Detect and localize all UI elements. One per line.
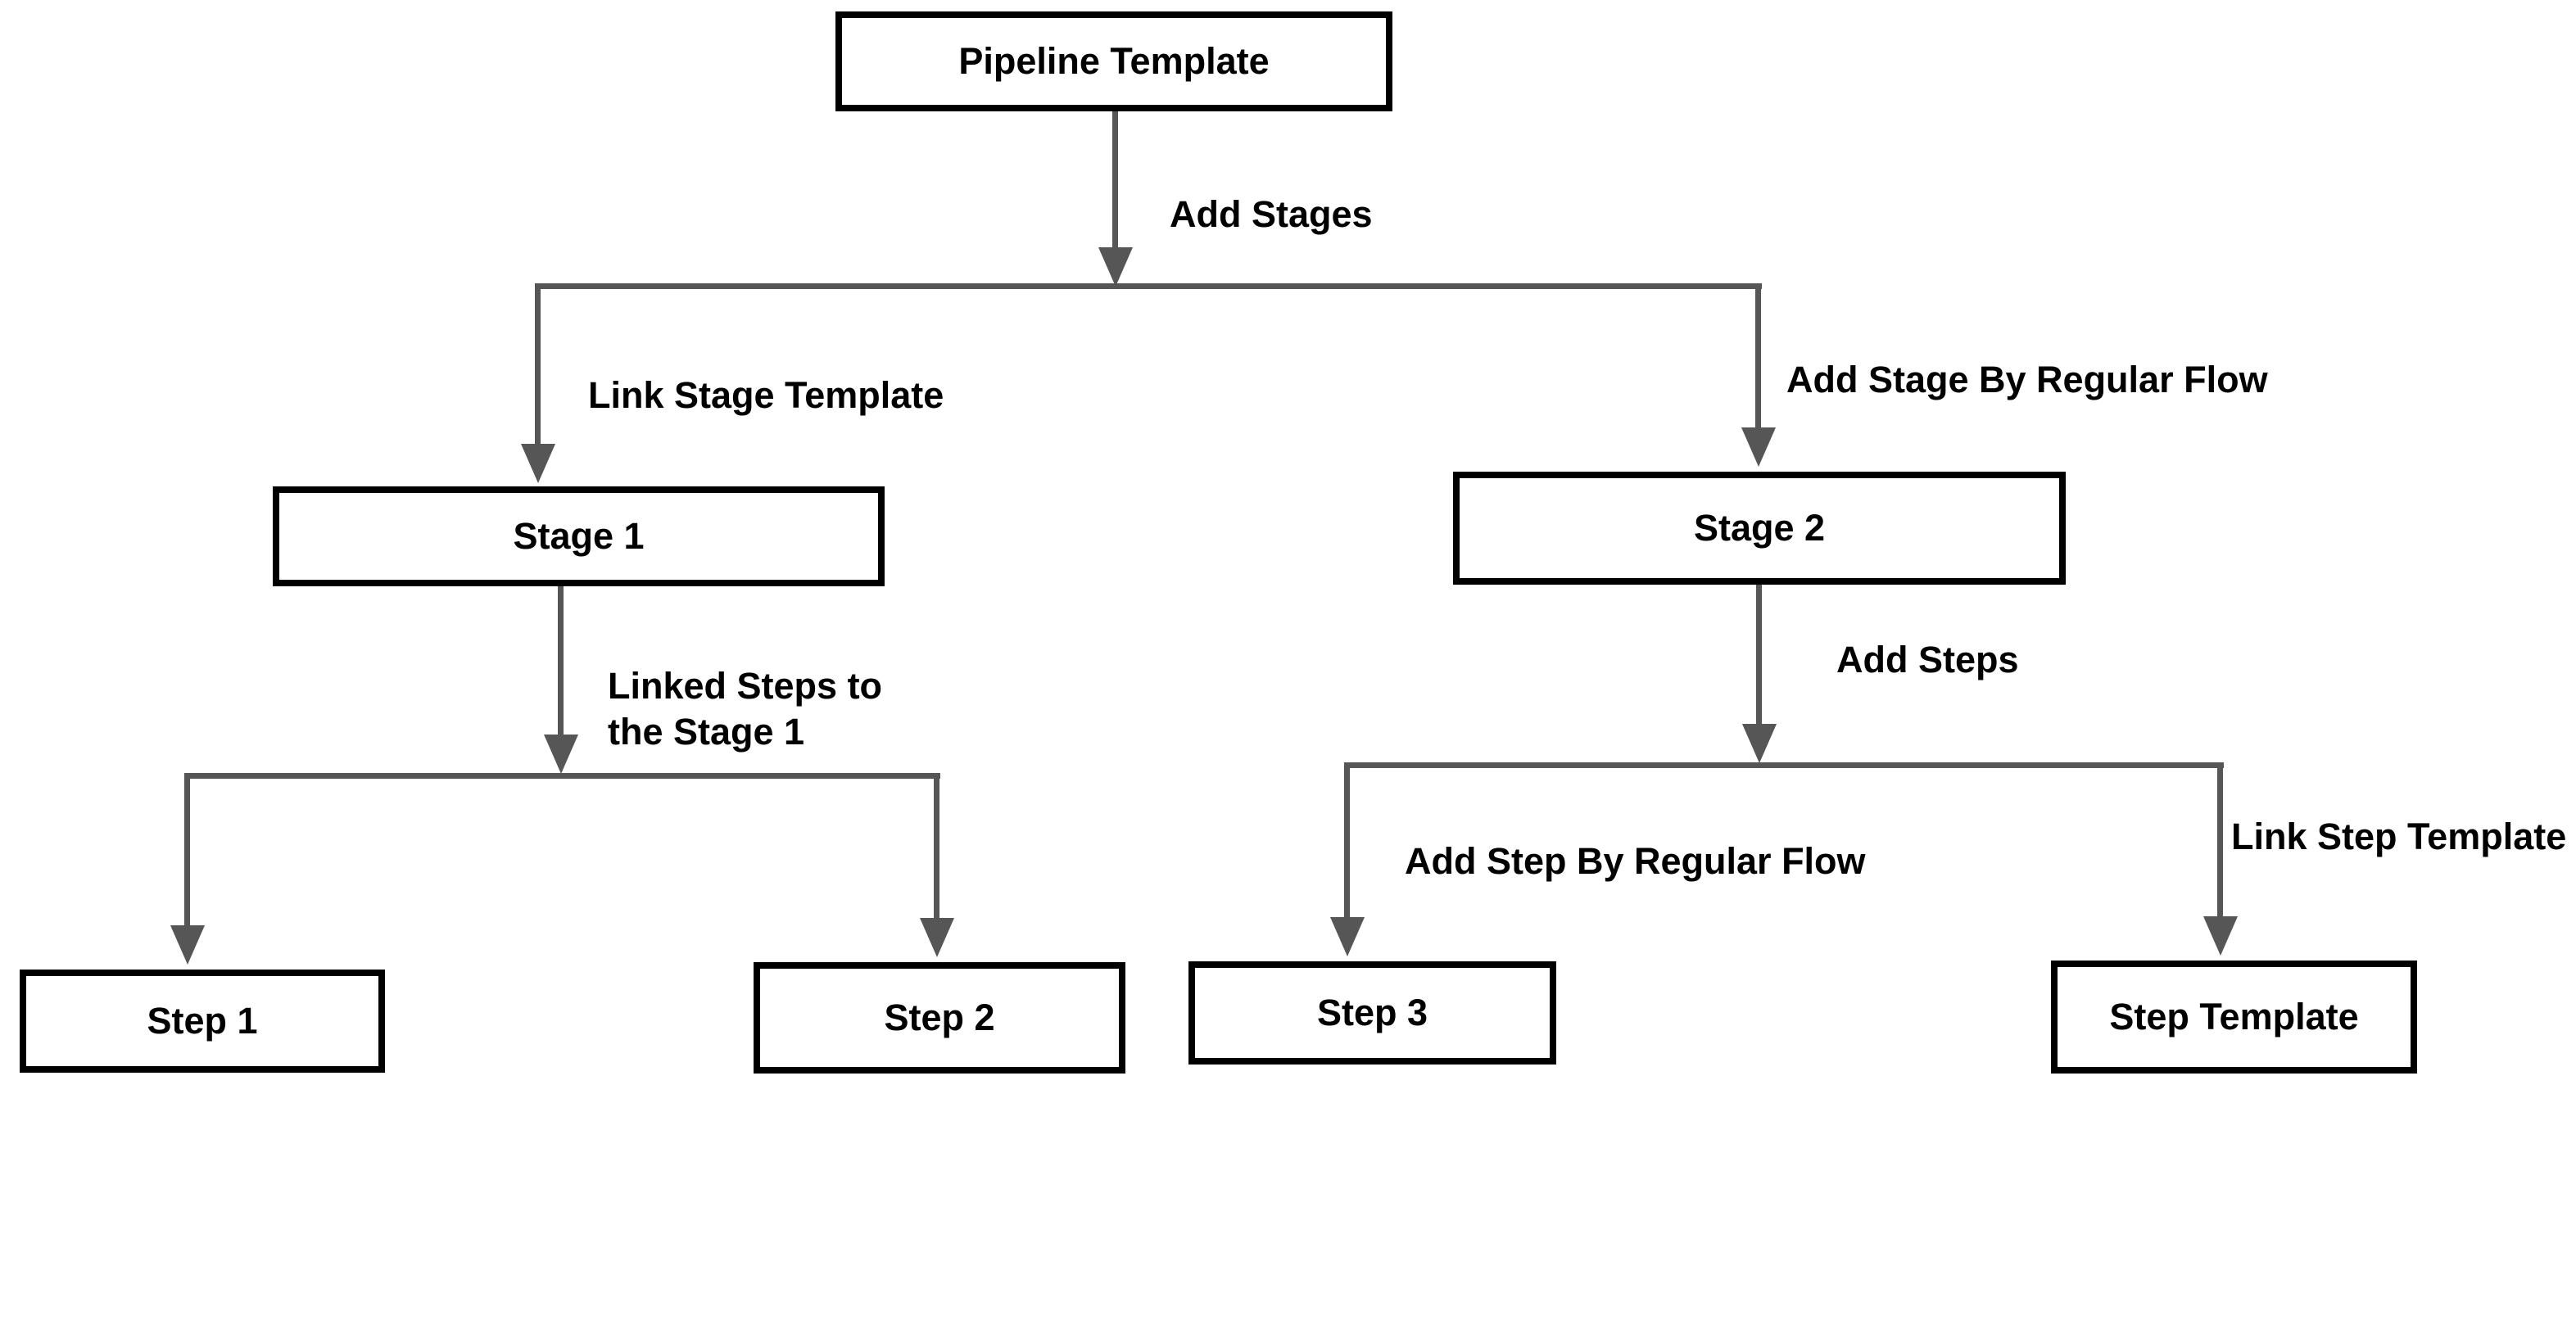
edge-label-add-steps: Add Steps	[1836, 639, 2019, 680]
arrowhead-down-icon	[2203, 916, 2238, 956]
node-step-3: Step 3	[1188, 961, 1556, 1065]
node-step-template-label: Step Template	[2109, 996, 2359, 1037]
connector-steps-branch-right	[1344, 762, 2224, 768]
connector-to-step-2	[934, 779, 939, 918]
node-step-template: Step Template	[2051, 961, 2417, 1074]
node-stage-1-label: Stage 1	[513, 515, 645, 557]
connector-to-step-1	[184, 779, 190, 925]
arrowhead-down-icon	[170, 925, 205, 965]
connector-pipeline-down	[1112, 111, 1118, 247]
arrowhead-down-icon	[1098, 247, 1133, 287]
node-step-3-label: Step 3	[1316, 992, 1428, 1033]
arrowhead-down-icon	[521, 444, 555, 483]
arrowhead-down-icon	[1330, 917, 1365, 956]
arrowhead-down-icon	[920, 918, 954, 957]
connector-to-stage-1	[535, 289, 541, 444]
connector-steps-branch-left	[184, 773, 940, 779]
node-step-2: Step 2	[754, 962, 1125, 1074]
edge-label-add-step-by-regular-flow: Add Step By Regular Flow	[1405, 840, 1866, 882]
arrowhead-down-icon	[1741, 427, 1776, 467]
connector-stage-2-down	[1756, 585, 1762, 724]
edge-label-add-stage-by-regular-flow: Add Stage By Regular Flow	[1786, 359, 2268, 400]
node-pipeline-template: Pipeline Template	[835, 11, 1392, 111]
arrowhead-down-icon	[1742, 724, 1777, 763]
edge-label-add-stages: Add Stages	[1170, 193, 1373, 235]
node-step-2-label: Step 2	[884, 997, 995, 1038]
edge-label-linked-steps-to-stage-1: Linked Steps to the Stage 1	[608, 665, 883, 753]
connector-to-step-template	[2217, 768, 2223, 916]
edge-label-link-step-template: Link Step Template	[2231, 816, 2567, 857]
node-stage-2-label: Stage 2	[1693, 507, 1826, 549]
node-pipeline-template-label: Pipeline Template	[958, 40, 1270, 82]
node-step-1-label: Step 1	[147, 1000, 258, 1042]
node-stage-1: Stage 1	[273, 486, 885, 586]
connector-to-step-3	[1344, 768, 1350, 917]
connector-stage-1-down	[558, 586, 564, 735]
node-stage-2: Stage 2	[1453, 472, 2066, 585]
arrowhead-down-icon	[544, 735, 578, 774]
connector-to-stage-2	[1755, 289, 1761, 427]
edge-label-link-stage-template: Link Stage Template	[588, 374, 944, 416]
node-step-1: Step 1	[20, 970, 385, 1073]
connector-stages-branch	[535, 283, 1762, 289]
